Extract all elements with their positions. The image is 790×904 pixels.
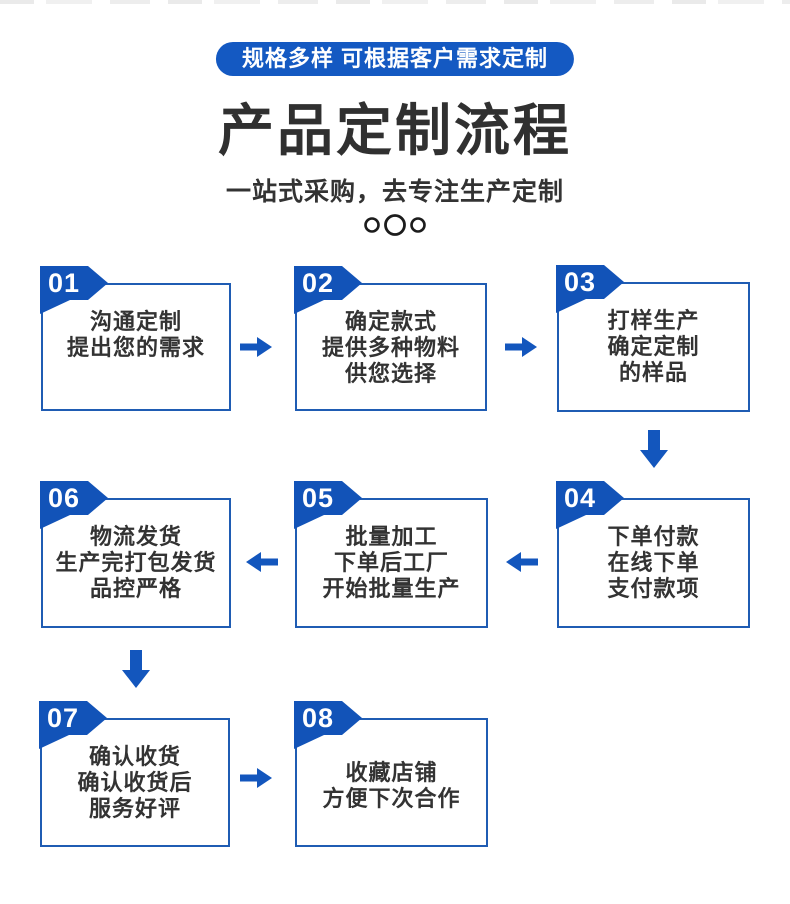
step-06-box: 06 物流发货 生产完打包发货 品控严格 [40, 481, 231, 628]
step-number: 01 [47, 268, 81, 298]
arrow-left-icon [506, 552, 538, 577]
flag-badge-icon [294, 701, 362, 749]
step-number: 05 [301, 483, 335, 513]
arrow-down-icon [640, 430, 668, 473]
flag-badge-icon [294, 266, 362, 314]
flag-badge-icon [40, 266, 108, 314]
step-number: 03 [563, 267, 597, 297]
step-number: 08 [301, 703, 335, 733]
page-title: 产品定制流程 [218, 99, 572, 162]
step-text: 物流发货 生产完打包发货 品控严格 [55, 524, 217, 601]
flag-badge-icon [39, 701, 107, 749]
arrow-right-icon [240, 768, 272, 793]
flag-badge-icon [556, 265, 624, 313]
step-07-box: 07 确认收货 确认收货后 服务好评 [39, 701, 230, 847]
flag-badge-icon [556, 481, 624, 529]
step-text: 批量加工 下单后工厂 开始批量生产 [322, 524, 461, 601]
step-number: 04 [563, 483, 597, 513]
step-03-box: 03 打样生产 确定定制 的样品 [556, 265, 750, 412]
cropped-image-strip [0, 0, 790, 4]
step-text: 确认收货 确认收货后 服务好评 [77, 744, 193, 821]
step-08-box: 08 收藏店铺 方便下次合作 [294, 701, 488, 847]
decor-circles-icon [362, 212, 428, 243]
step-text: 确定款式 提供多种物料 供您选择 [321, 309, 460, 386]
step-text: 下单付款 在线下单 支付款项 [607, 524, 700, 601]
step-01-number-badge: 01 [40, 266, 108, 314]
step-number: 07 [46, 703, 80, 733]
step-04-box: 04 下单付款 在线下单 支付款项 [556, 481, 750, 628]
step-number: 02 [301, 268, 335, 298]
arrow-right-icon [240, 337, 272, 362]
step-07-number-badge: 07 [39, 701, 107, 749]
step-text: 沟通定制 提出您的需求 [66, 309, 205, 360]
arrow-left-icon [246, 552, 278, 577]
step-02-box: 02 确定款式 提供多种物料 供您选择 [294, 266, 487, 411]
step-text: 收藏店铺 方便下次合作 [322, 760, 461, 811]
step-04-number-badge: 04 [556, 481, 624, 529]
flag-badge-icon [40, 481, 108, 529]
arrow-down-icon [122, 650, 150, 693]
step-number: 06 [47, 483, 81, 513]
flag-badge-icon [294, 481, 362, 529]
step-text: 打样生产 确定定制 的样品 [607, 308, 700, 385]
step-01-box: 01 沟通定制 提出您的需求 [40, 266, 231, 411]
step-03-number-badge: 03 [556, 265, 624, 313]
step-06-number-badge: 06 [40, 481, 108, 529]
step-05-number-badge: 05 [294, 481, 362, 529]
step-02-number-badge: 02 [294, 266, 362, 314]
banner-pill: 规格多样 可根据客户需求定制 [215, 42, 575, 76]
subtitle: 一站式采购，去专注生产定制 [225, 178, 564, 206]
step-05-box: 05 批量加工 下单后工厂 开始批量生产 [294, 481, 488, 628]
step-08-number-badge: 08 [294, 701, 362, 749]
arrow-right-icon [505, 337, 537, 362]
